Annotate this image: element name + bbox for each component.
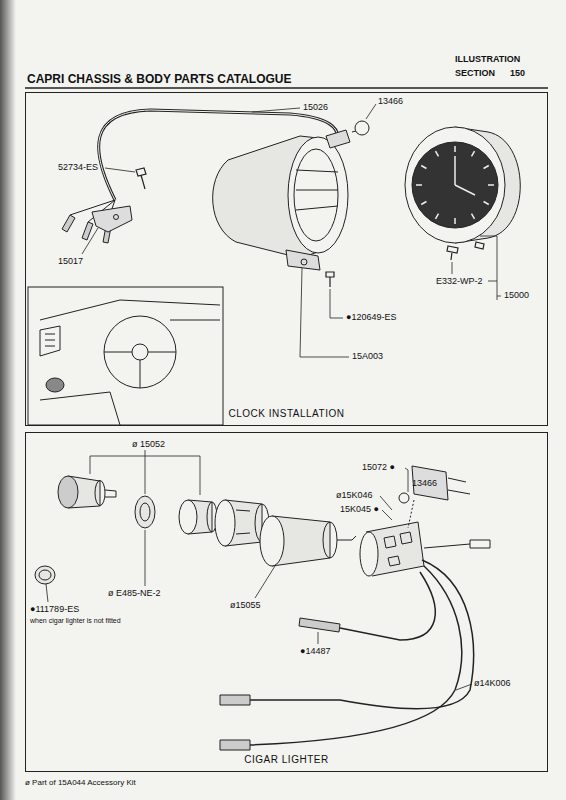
clock-tick [421, 202, 426, 205]
page-title: CAPRI CHASSIS & BODY PARTS CATALOGUE [27, 72, 291, 86]
callout-number: 15072 ● [362, 462, 395, 473]
section-heading: SECTION [455, 68, 495, 79]
callout-number: 52734-ES [58, 162, 98, 173]
clock-tick [436, 151, 439, 156]
clock-tick [416, 184, 422, 186]
clock-tick [472, 214, 475, 219]
illustration-panel: CIGAR LIGHTER [25, 432, 548, 772]
callout-number: 13466 [412, 478, 437, 489]
clock-drawing [28, 110, 520, 425]
callout-number: ●14487 [300, 646, 330, 657]
callout-number: ø 15052 [132, 439, 165, 450]
leader-lines [46, 104, 501, 690]
clock-tick [488, 184, 494, 186]
panel-caption: CLOCK INSTALLATION [229, 408, 345, 419]
footnote: ø Part of 15A044 Accessory Kit [25, 777, 136, 788]
clock-tick [484, 166, 489, 169]
cigar-lighter-drawing [35, 466, 490, 750]
callout-number: ø E485-NE-2 [108, 588, 161, 599]
scan-shadow [0, 0, 16, 800]
callout-number: 15026 [303, 102, 328, 113]
clock-tick [421, 166, 426, 169]
header-rule [25, 87, 548, 89]
callout-number: 13466 [378, 96, 403, 107]
clock-tick [454, 146, 456, 152]
clock-tick [436, 214, 439, 219]
clock-hand [454, 156, 456, 185]
callout-number: ø15055 [230, 600, 261, 611]
illustration-panel: CLOCK INSTALLATION [25, 92, 548, 426]
clock-tick [472, 151, 475, 156]
clock-tick [454, 218, 456, 224]
clock-tick [484, 202, 489, 205]
callout-number: 15A003 [352, 351, 383, 362]
callout-number: ●120649-ES [346, 312, 396, 323]
callout-number: ø15K046 [336, 490, 373, 501]
callout-number: 15017 [58, 256, 83, 267]
clock-face-marks [416, 146, 494, 224]
callout-number: ø14K006 [474, 678, 511, 689]
callout-number: 15K045 ● [340, 504, 379, 515]
note: when cigar lighter is not fitted [30, 615, 121, 626]
clock-hand [455, 185, 475, 195]
callout-number: E332-WP-2 [436, 276, 483, 287]
callout-number: ●111789-ES [30, 604, 79, 615]
section-number: 150 [510, 68, 525, 79]
panel-caption: CIGAR LIGHTER [244, 754, 328, 765]
callout-number: 15000 [504, 290, 529, 301]
section-heading: ILLUSTRATION [455, 54, 520, 65]
